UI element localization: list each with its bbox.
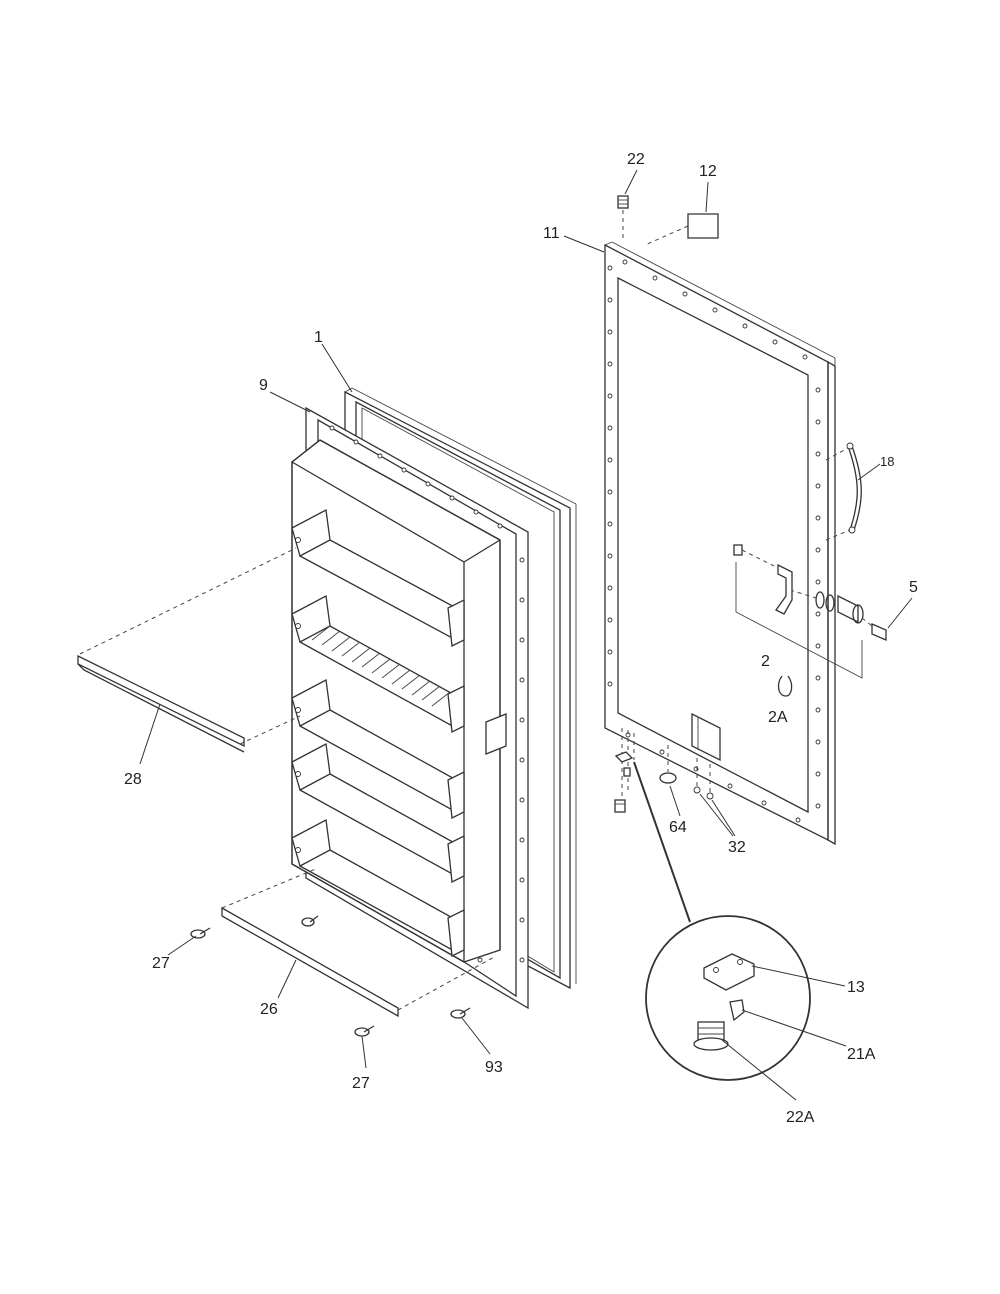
hinge-cutout [691,712,721,762]
callout-26: 26 [260,1001,278,1018]
part-2-latch [733,544,863,679]
hinge-detail-circle [633,761,811,1081]
callout-5: 5 [909,579,918,596]
callout-12: 12 [699,163,717,180]
callout-27-bottom: 27 [352,1075,370,1092]
part-26-bottom-rail [221,867,497,1018]
callout-2: 2 [761,653,770,670]
callout-21a: 21A [847,1046,876,1063]
screw-27-bottom [354,1025,375,1037]
callout-labels: 1 9 11 12 22 18 5 2 2A 28 64 32 27 26 27… [124,151,918,1126]
callout-11: 11 [543,225,560,242]
screw-93 [450,1007,471,1019]
callout-27-left: 27 [152,955,170,972]
part-2a-clip [777,675,793,697]
callout-1: 1 [314,329,323,346]
detail-part-21a-screw [729,999,745,1022]
callout-18: 18 [880,454,894,469]
callout-32: 32 [728,839,746,856]
door-shelf-5 [291,818,465,958]
callout-28: 28 [124,771,142,788]
detail-part-22a-plug [693,1021,729,1051]
callout-2a: 2A [768,709,788,726]
bottom-hinge-hardware [614,728,714,813]
door-shelf-2-wire-rack [291,594,465,734]
callout-9: 9 [259,377,268,394]
part-12-plate [644,213,719,246]
callout-22: 22 [627,151,645,168]
screw-27-left [190,927,211,939]
outer-door-panel [604,241,836,846]
leader-lines [139,169,913,1101]
door-shelf-3 [291,678,465,820]
callout-64: 64 [669,819,687,836]
detail-part-13-bracket [703,953,755,991]
part-22-plug-top [617,195,629,240]
callout-13: 13 [847,979,865,996]
door-shelf-4 [291,742,465,884]
door-shelf-1 [291,508,465,648]
inner-liner-body [291,439,507,964]
part-18-handle [825,442,862,541]
outer-panel-holes [607,259,821,823]
callout-93: 93 [485,1059,503,1076]
part-5-lock-assembly [789,589,887,641]
callout-22a: 22A [786,1109,815,1126]
part-28-shelf-rail [77,547,301,753]
screw-top-middle [301,915,319,927]
wire-rack-lines [311,625,451,707]
